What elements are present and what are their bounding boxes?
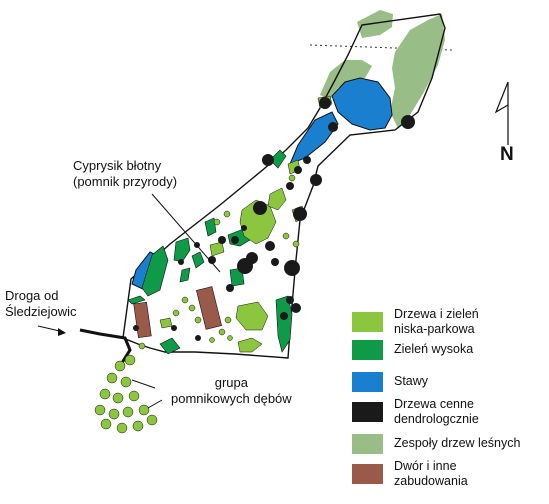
legend-swatch xyxy=(352,340,383,360)
oaks-label: grupa pomnikowych dębów xyxy=(171,375,292,406)
oaks-callout-line xyxy=(131,379,156,389)
road-line xyxy=(79,328,132,367)
north-arrow-icon xyxy=(494,81,509,145)
park-trees xyxy=(138,174,300,350)
low-greenery-zones xyxy=(159,95,333,353)
oaks-callout-line-2 xyxy=(147,399,163,409)
legend-label: Zespoły drzew leśnych xyxy=(394,436,521,450)
forest-zones xyxy=(320,10,445,128)
monument-oaks xyxy=(94,354,158,434)
legend-swatch xyxy=(352,402,383,422)
cypress-label: Cyprysik błotny (pomnik przyrody) xyxy=(73,158,178,189)
legend-swatch xyxy=(352,464,383,484)
legend-label: Stawy xyxy=(394,374,429,388)
road-label: Droga od Śledziejowic xyxy=(5,288,77,319)
legend-label: Zieleń wysoka xyxy=(394,342,474,356)
valuable-trees xyxy=(133,97,415,341)
dotted-boundary-line xyxy=(309,44,453,51)
cypress-callout-line xyxy=(151,193,221,273)
legend-swatch xyxy=(352,434,383,454)
road-arrow-head xyxy=(58,328,66,336)
north-label: N xyxy=(500,144,514,165)
legend-swatch xyxy=(352,372,383,392)
legend-swatch xyxy=(352,312,383,332)
